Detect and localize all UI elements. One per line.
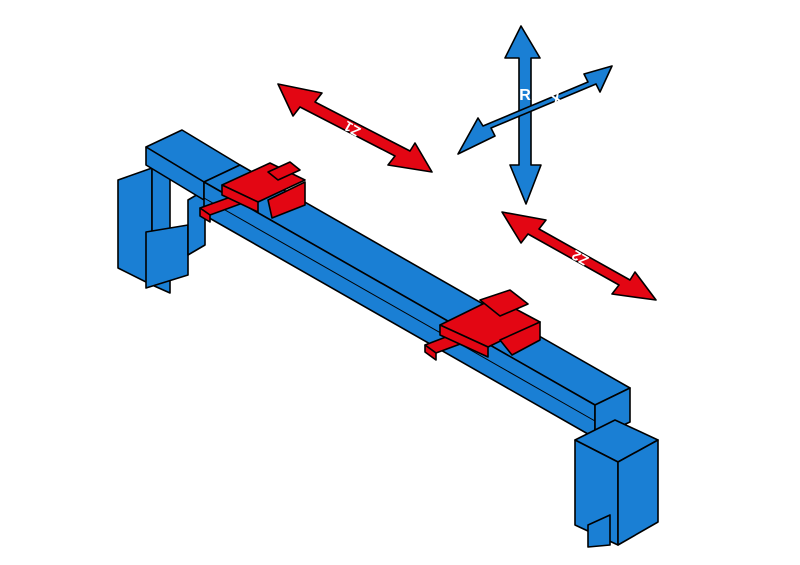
right-red-stop <box>424 289 541 361</box>
left-red-stop <box>199 161 306 223</box>
crossbeam <box>203 164 631 439</box>
left-top-cap <box>145 129 241 201</box>
z1-direction-arrow <box>277 83 433 173</box>
left-support-column <box>117 167 206 294</box>
z2-label: Z2 <box>569 247 591 269</box>
z1-label: Z1 <box>341 118 363 140</box>
z2-direction-arrow <box>501 211 657 301</box>
right-support-column <box>574 387 659 548</box>
r-axis-label: R <box>519 87 531 104</box>
rx-axis-arrows <box>457 25 613 205</box>
